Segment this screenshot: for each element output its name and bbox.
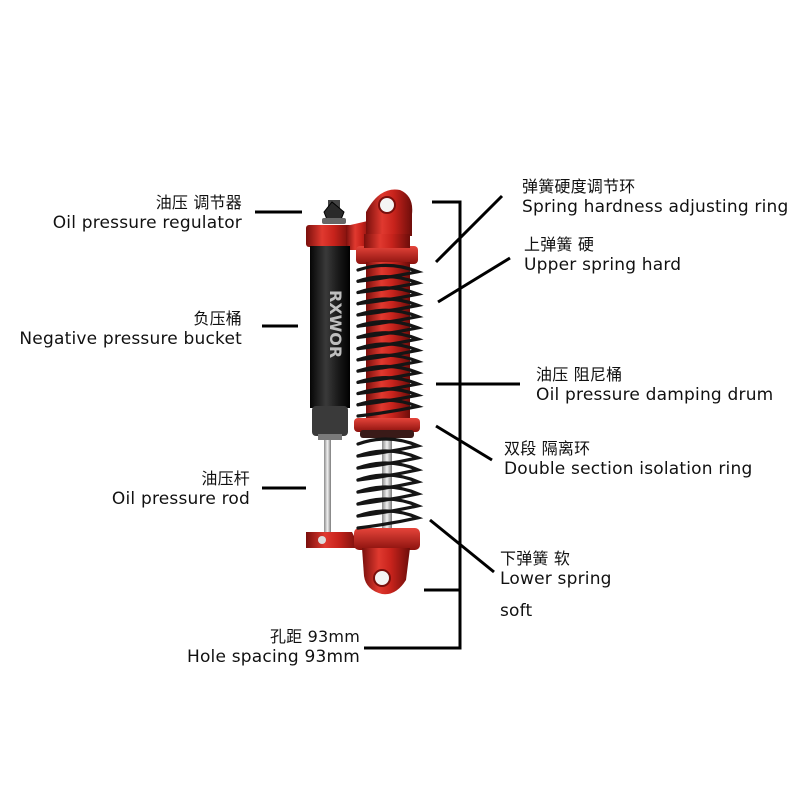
label-en: Oil pressure regulator (52, 213, 242, 233)
right-leader-lines (364, 194, 520, 650)
reservoir-bottom-cap (312, 406, 348, 436)
spring-coil (356, 387, 424, 407)
spring-coil (356, 308, 424, 328)
label-oil-pressure-rod: 油压杆 Oil pressure rod (112, 468, 250, 510)
spring-coil (356, 286, 424, 306)
spring-coil (356, 449, 424, 470)
oil-pressure-regulator-knob (322, 200, 346, 224)
spring-coil (356, 274, 424, 295)
label-en: Lower spring (500, 569, 612, 589)
leader-line-upper-spring (437, 256, 511, 304)
label-en: Hole spacing 93mm (186, 647, 360, 667)
label-en: Negative pressure bucket (19, 329, 242, 349)
label-en-continued: soft (500, 601, 533, 621)
spring-coil (356, 376, 424, 396)
spring-coil (356, 461, 424, 482)
label-cn: 上弹簧 硬 (524, 235, 595, 254)
lower-spring-collar (354, 528, 420, 550)
label-cn: 油压杆 (201, 469, 250, 488)
brand-logo-text: RXWOR (326, 290, 345, 358)
label-cn: 油压 阻尼桶 (536, 365, 623, 384)
leader-line-lower-spring (429, 518, 495, 574)
reservoir: RXWOR (306, 200, 372, 548)
spring-coil (356, 398, 424, 418)
hole-spacing-bracket (364, 200, 462, 650)
reservoir-bottom-mount (306, 532, 360, 548)
spring-coil (356, 485, 424, 506)
spring-hardness-adjusting-ring (356, 246, 418, 264)
label-en: Double section isolation ring (504, 459, 753, 479)
label-cn: 油压 调节器 (155, 193, 242, 212)
reservoir-top-cap (306, 225, 352, 247)
spring-coil (356, 353, 424, 373)
spring-coil (356, 364, 424, 384)
spring-coil (356, 342, 424, 362)
label-cn: 双段 隔离环 (504, 439, 591, 458)
double-section-isolation-ring (354, 418, 420, 432)
label-cn: 弹簧硬度调节环 (522, 177, 636, 196)
spring-coil (356, 319, 424, 339)
oil-pressure-rod (324, 440, 331, 540)
label-upper-spring: 上弹簧 硬 Upper spring hard (524, 234, 681, 276)
spring-coil (356, 297, 424, 317)
spring-coil (356, 263, 424, 283)
spring-coil (356, 509, 424, 530)
spring-coil (356, 437, 424, 458)
label-lower-spring: 下弹簧 软 Lower spring soft (500, 548, 612, 622)
label-oil-pressure-regulator: 油压 调节器 Oil pressure regulator (53, 192, 242, 234)
label-hole-spacing: 孔距 93mm Hole spacing 93mm (187, 626, 360, 668)
label-damping-drum: 油压 阻尼桶 Oil pressure damping drum (536, 364, 773, 406)
label-en: Oil pressure damping drum (536, 385, 774, 405)
label-spring-hardness-ring: 弹簧硬度调节环 Spring hardness adjusting ring (522, 176, 789, 218)
label-isolation-ring: 双段 隔离环 Double section isolation ring (504, 438, 752, 480)
lower-spring-coils (356, 437, 424, 530)
left-leader-lines (255, 210, 306, 490)
label-en: Oil pressure rod (111, 489, 250, 509)
label-cn: 孔距 93mm (269, 627, 360, 646)
leader-line-isolation-ring (435, 424, 493, 462)
label-en: Upper spring hard (524, 255, 682, 275)
reservoir-cylinder (310, 246, 350, 408)
spring-coil (356, 473, 424, 494)
label-en: Spring hardness adjusting ring (522, 197, 789, 217)
spring-coil (356, 497, 424, 518)
spring-coil (356, 331, 424, 351)
label-negative-pressure-bucket: 负压桶 Negative pressure bucket (19, 308, 242, 350)
label-cn: 下弹簧 软 (500, 549, 571, 568)
leader-line-adjusting-ring (434, 194, 504, 264)
label-cn: 负压桶 (193, 309, 242, 328)
upper-spring-coils (356, 263, 424, 418)
